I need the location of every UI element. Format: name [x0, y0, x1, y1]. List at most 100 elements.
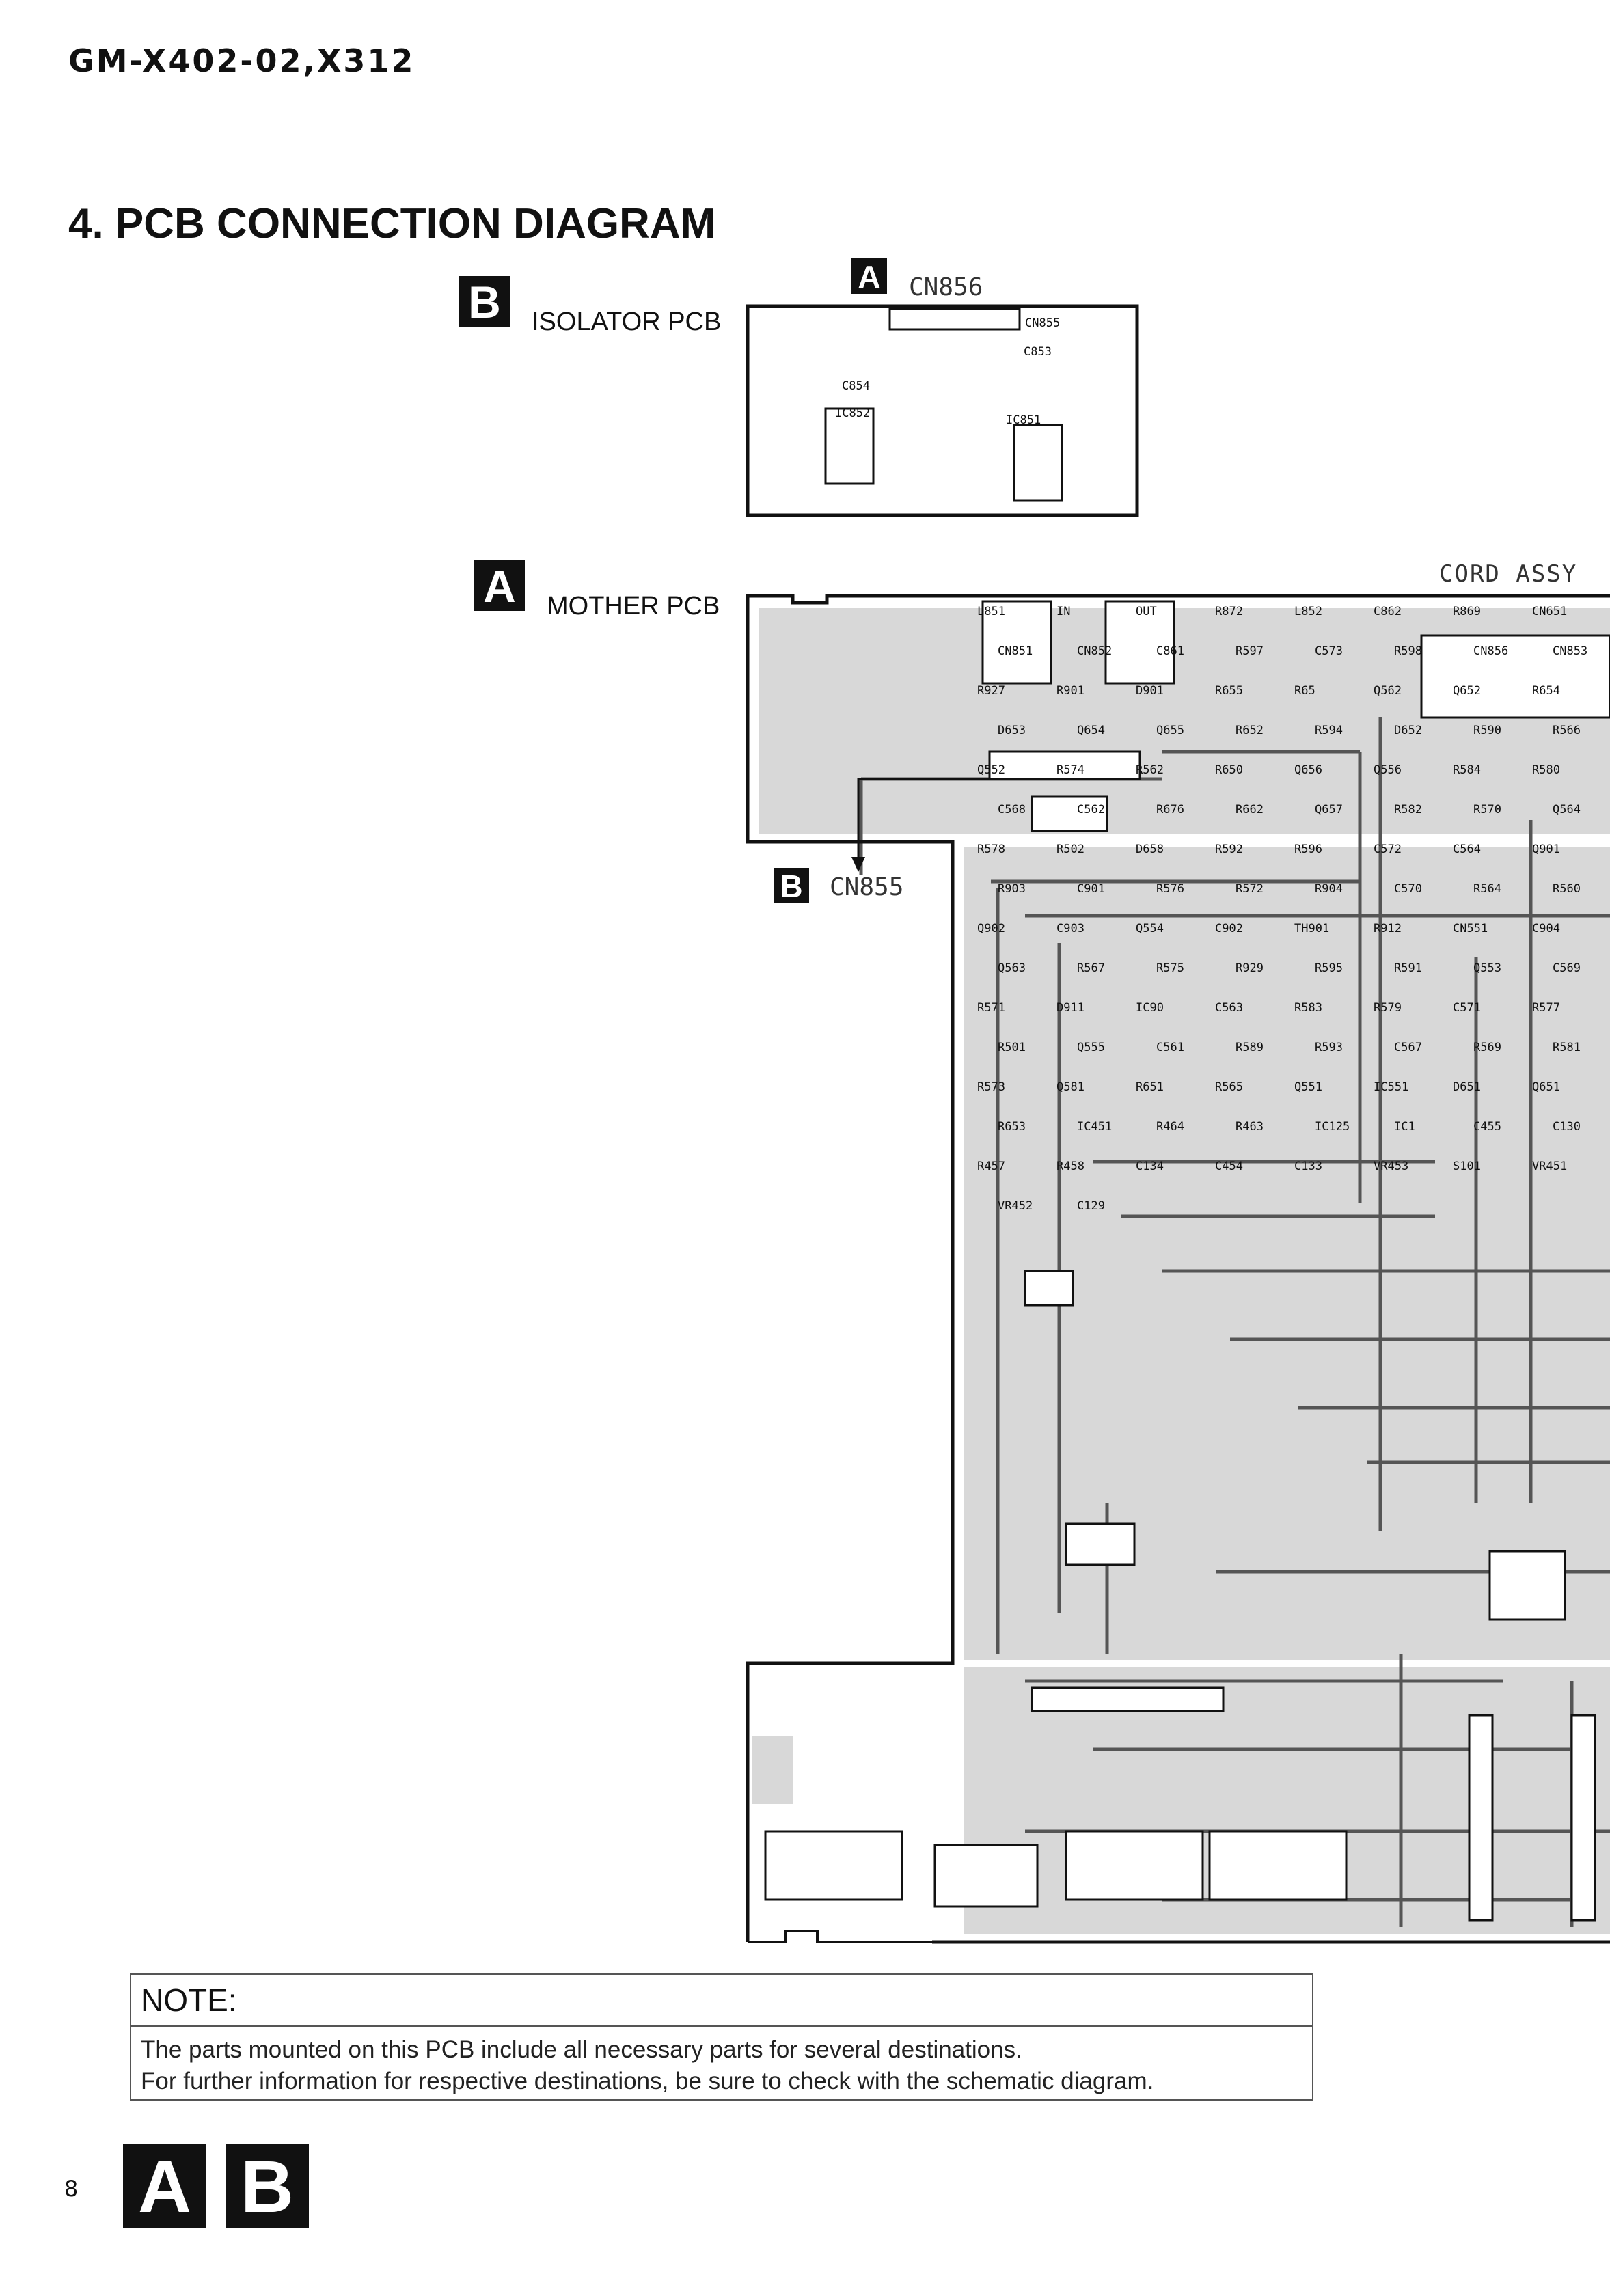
section-title: 4. PCB CONNECTION DIAGRAM: [68, 200, 716, 247]
s101-switch: [933, 1844, 1039, 1908]
isolator-part-ic851: IC851: [1006, 413, 1041, 427]
part-label-q555: Q555: [1077, 1041, 1105, 1054]
part-label-r592: R592: [1215, 843, 1243, 856]
part-label-r564: R564: [1473, 882, 1501, 896]
isolator-part-ic852: IC852: [835, 407, 870, 420]
part-label-r501: R501: [998, 1041, 1026, 1054]
part-label-r566: R566: [1553, 724, 1581, 737]
part-label-c455: C455: [1473, 1120, 1501, 1134]
mother-board-notch: [748, 1930, 932, 1943]
part-label-r463: R463: [1236, 1120, 1264, 1134]
note-line-1: The parts mounted on this PCB include al…: [141, 2036, 1022, 2063]
part-label-r903: R903: [998, 882, 1026, 896]
ic551-body: [1488, 1550, 1566, 1621]
part-label-cn651: CN651: [1532, 605, 1567, 618]
part-label-r571: R571: [977, 1001, 1005, 1015]
part-label-c569: C569: [1553, 961, 1581, 975]
note-heading: NOTE:: [141, 1982, 237, 2018]
note-line-2: For further information for respective d…: [141, 2068, 1154, 2094]
part-label-q657: Q657: [1315, 803, 1343, 817]
part-label-c561: C561: [1156, 1041, 1184, 1054]
part-label-r458: R458: [1056, 1160, 1084, 1173]
part-label-r596: R596: [1294, 843, 1322, 856]
part-label-q656: Q656: [1294, 763, 1322, 777]
note-box: NOTE: The parts mounted on this PCB incl…: [130, 1973, 1313, 2101]
part-label-c571: C571: [1453, 1001, 1481, 1015]
ic1-header: [1570, 1714, 1596, 1922]
ic852-body: [824, 407, 875, 485]
ic451-header: [1031, 1686, 1225, 1712]
part-label-l852: L852: [1294, 605, 1322, 618]
part-label-r589: R589: [1236, 1041, 1264, 1054]
part-label-r653: R653: [998, 1120, 1026, 1134]
part-label-cn852: CN852: [1077, 644, 1112, 658]
part-label-q552: Q552: [977, 763, 1005, 777]
part-label-ic551: IC551: [1374, 1080, 1408, 1094]
part-label-c862: C862: [1374, 605, 1402, 618]
part-label-r584: R584: [1453, 763, 1481, 777]
part-label-c572: C572: [1374, 843, 1402, 856]
part-label-c130: C130: [1553, 1120, 1581, 1134]
isolator-board-outline: [746, 304, 1139, 517]
part-label-cn851: CN851: [998, 644, 1033, 658]
part-label-r591: R591: [1394, 961, 1422, 975]
part-label-r590: R590: [1473, 724, 1501, 737]
isolator-part-c853: C853: [1024, 345, 1052, 359]
part-label-d651: D651: [1453, 1080, 1481, 1094]
part-label-r581: R581: [1553, 1041, 1581, 1054]
part-label-c562: C562: [1077, 803, 1105, 817]
part-label-r598: R598: [1394, 644, 1422, 658]
part-label-q563: Q563: [998, 961, 1026, 975]
mother-pcb-label: MOTHER PCB: [547, 592, 720, 620]
mother-link-ref: CN855: [830, 873, 904, 901]
part-label-q901: Q901: [1532, 843, 1560, 856]
part-label-r565: R565: [1215, 1080, 1243, 1094]
part-label-q554: Q554: [1136, 922, 1164, 935]
part-label-r569: R569: [1473, 1041, 1501, 1054]
vr452-pot: [1208, 1830, 1348, 1901]
part-label-d658: D658: [1136, 843, 1164, 856]
part-label-r572: R572: [1236, 882, 1264, 896]
part-label-cn551: CN551: [1453, 922, 1488, 935]
part-label-r567: R567: [1077, 961, 1105, 975]
part-label-r574: R574: [1056, 763, 1084, 777]
part-label-th901: TH901: [1294, 922, 1329, 935]
model-header: GM-X402-02,X312: [68, 42, 415, 79]
part-label-c568: C568: [998, 803, 1026, 817]
part-label-vr452: VR452: [998, 1199, 1033, 1213]
isolator-pcb-label: ISOLATOR PCB: [532, 308, 722, 336]
footer-badge-a: A: [123, 2144, 206, 2228]
part-label-r583: R583: [1294, 1001, 1322, 1015]
part-label-d653: D653: [998, 724, 1026, 737]
part-label-r570: R570: [1473, 803, 1501, 817]
part-label-r929: R929: [1236, 961, 1264, 975]
part-label-d911: D911: [1056, 1001, 1084, 1015]
part-label-r901: R901: [1056, 684, 1084, 698]
part-label-cn853: CN853: [1553, 644, 1587, 658]
cn851-jack: [981, 600, 1052, 685]
cn651-connector: [1420, 634, 1610, 719]
part-label-c563: C563: [1215, 1001, 1243, 1015]
part-label-vr453: VR453: [1374, 1160, 1408, 1173]
part-label-ic451: IC451: [1077, 1120, 1112, 1134]
pcb-outlines: [746, 304, 1610, 1944]
part-label-c567: C567: [1394, 1041, 1422, 1054]
isolator-connector-badge: A: [851, 258, 887, 295]
part-label-ic1: IC1: [1394, 1120, 1415, 1134]
part-label-r597: R597: [1236, 644, 1264, 658]
part-label-r650: R650: [1215, 763, 1243, 777]
part-label-r457: R457: [977, 1160, 1005, 1173]
mother-board-outline: [746, 594, 1610, 1944]
part-label-s101: S101: [1453, 1160, 1481, 1173]
part-label-c573: C573: [1315, 644, 1343, 658]
part-label-out: OUT: [1136, 605, 1157, 618]
part-label-r912: R912: [1374, 922, 1402, 935]
part-label-c454: C454: [1215, 1160, 1243, 1173]
part-label-r662: R662: [1236, 803, 1264, 817]
part-label-r578: R578: [977, 843, 1005, 856]
part-label-r595: R595: [1315, 961, 1343, 975]
mother-link-badge: B: [774, 868, 809, 904]
part-label-q652: Q652: [1453, 684, 1481, 698]
part-label-r594: R594: [1315, 724, 1343, 737]
